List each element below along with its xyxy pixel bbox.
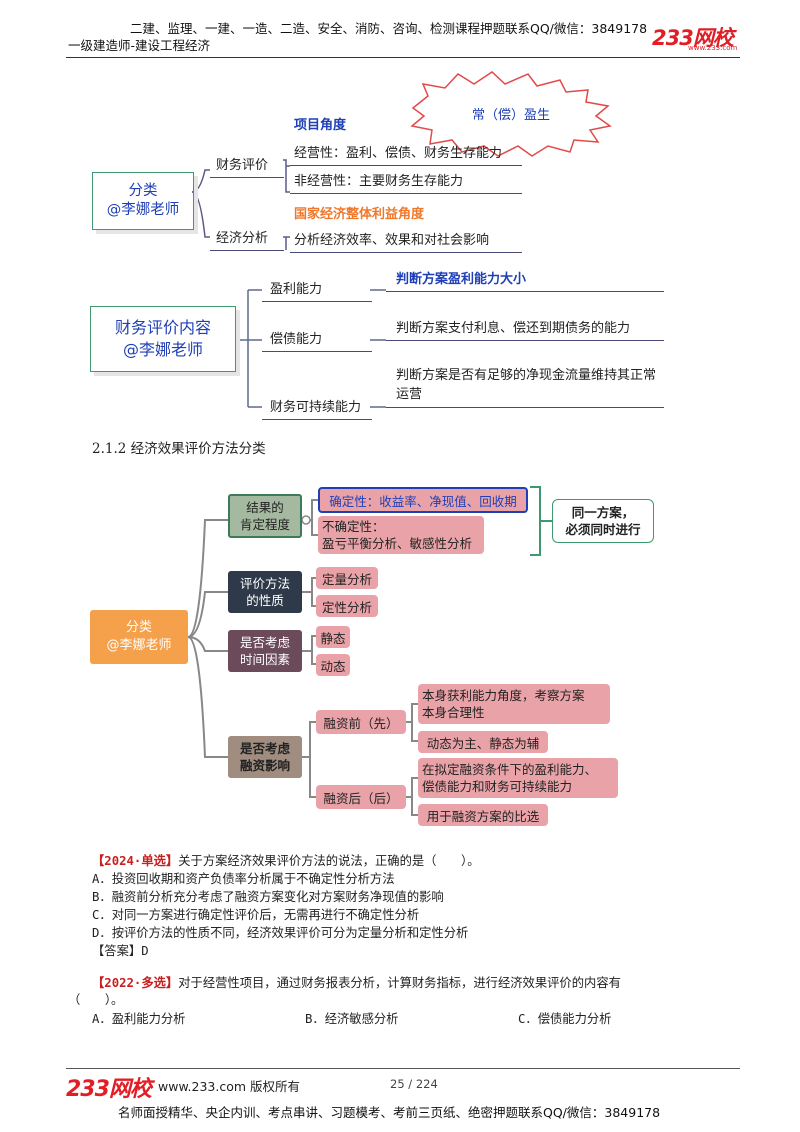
map2-profit-detail: 判断方案盈利能力大小 xyxy=(386,268,664,292)
footer-logo: 233网校 xyxy=(66,1077,152,1102)
q1-option-c: C．对同一方案进行确定性评价后，无需再进行不确定性分析 xyxy=(92,908,420,922)
map2-solvency: 偿债能力 xyxy=(262,328,372,352)
map3-g4a: 融资前（先） xyxy=(316,710,406,734)
q2-tag: 【2022·多选】 xyxy=(92,976,179,990)
map3-g4a2: 动态为主、静态为辅 xyxy=(418,731,548,753)
map3-g2a: 定量分析 xyxy=(316,567,378,589)
map3-g4: 是否考虑 融资影响 xyxy=(228,736,302,778)
map1-non-operating: 非经营性：主要财务生存能力 xyxy=(290,170,522,194)
starburst-shape xyxy=(410,71,612,157)
map2-profit: 盈利能力 xyxy=(262,278,372,302)
q2-option-b: B．经济敏感分析 xyxy=(305,1012,399,1026)
map3-root: 分类 @李娜老师 xyxy=(90,610,188,664)
map3-g4b2: 用于融资方案的比选 xyxy=(418,804,548,826)
q1-stem-line: 【2024·单选】关于方案经济效果评价方法的说法，正确的是（ ）。 xyxy=(92,851,480,869)
q1-stem: 关于方案经济效果评价方法的说法，正确的是（ ）。 xyxy=(178,854,480,868)
map3-g3b: 动态 xyxy=(316,654,350,676)
q1-option-a: A．投资回收期和资产负债率分析属于不确定性分析方法 xyxy=(92,872,395,886)
header-divider xyxy=(66,57,740,58)
q1-tag: 【2024·单选】 xyxy=(92,854,179,868)
page-number: 25 / 224 xyxy=(390,1077,438,1091)
map2-sustain: 财务可持续能力 xyxy=(262,396,372,420)
q2-option-a: A．盈利能力分析 xyxy=(92,1012,186,1026)
map2-solvency-detail: 判断方案支付利息、偿还到期债务的能力 xyxy=(386,317,664,341)
footer-site: www.233.com 版权所有 xyxy=(158,1079,300,1094)
q2-stem-cont: （ ）。 xyxy=(68,993,124,1007)
map1-fin-eval: 财务评价 xyxy=(210,154,284,178)
map1-econ-analysis: 经济分析 xyxy=(210,227,284,251)
map2-sustain-detail: 判断方案是否有足够的净现金流量维持其正常运营 xyxy=(386,366,664,408)
map3-g1a: 确定性：收益率、净现值、回收期 xyxy=(318,487,528,513)
footer-contact-line: 名师面授精华、央企内训、考点串讲、习题模考、考前三页纸、绝密押题联系QQ/微信：… xyxy=(118,1105,661,1120)
footer-divider xyxy=(66,1068,740,1069)
q2-option-c: C．偿债能力分析 xyxy=(518,1012,612,1026)
map3-g4a1: 本身获利能力角度，考察方案 本身合理性 xyxy=(418,684,610,724)
map3-g1b: 不确定性： 盈亏平衡分析、敏感性分析 xyxy=(318,516,484,554)
header-contact-line: 二建、监理、一建、一造、二造、安全、消防、咨询、检测课程押题联系QQ/微信：38… xyxy=(130,21,648,36)
map3-g1-note: 同一方案， 必须同时进行 xyxy=(552,499,654,543)
header-subject: 一级建造师-建设工程经济 xyxy=(68,38,211,53)
q1-option-d: D．按评价方法的性质不同，经济效果评价可分为定量分析和定性分析 xyxy=(92,926,469,940)
map1-operating: 经营性：盈利、偿债、财务生存能力 xyxy=(290,142,522,166)
map3-g2b: 定性分析 xyxy=(316,595,378,617)
map3-g2: 评价方法 的性质 xyxy=(228,571,302,613)
q2-stem: 对于经营性项目，通过财务报表分析，计算财务指标，进行经济效果评价的内容有 xyxy=(178,976,621,990)
map3-g4b: 融资后（后） xyxy=(316,785,406,809)
map3-g1: 结果的 肯定程度 xyxy=(228,494,302,538)
q1-option-b: B．融资前分析充分考虑了融资方案变化对方案财务净现值的影响 xyxy=(92,890,444,904)
map1-root: 分类 @李娜老师 xyxy=(92,172,194,230)
map2-root: 财务评价内容 @李娜老师 xyxy=(90,306,236,372)
q1-answer: 【答案】D xyxy=(92,944,149,958)
map1-project-angle: 项目角度 xyxy=(294,118,347,133)
map1-econ-detail: 分析经济效率、效果和对社会影响 xyxy=(290,229,522,253)
brand-logo-url: www.233.com xyxy=(688,44,738,52)
q2-stem-line: 【2022·多选】对于经营性项目，通过财务报表分析，计算财务指标，进行经济效果评… xyxy=(92,973,621,991)
map3-g4b1: 在拟定融资条件下的盈利能力、 偿债能力和财务可持续能力 xyxy=(418,758,618,798)
map3-g3a: 静态 xyxy=(316,626,350,648)
starburst-label: 常（偿）盈生 xyxy=(472,108,551,123)
section-title: 2.1.2 经济效果评价方法分类 xyxy=(92,441,266,457)
map3-g3: 是否考虑 时间因素 xyxy=(228,630,302,672)
map1-national-angle: 国家经济整体利益角度 xyxy=(294,207,425,222)
brand-logo: 233网校 xyxy=(652,26,734,50)
